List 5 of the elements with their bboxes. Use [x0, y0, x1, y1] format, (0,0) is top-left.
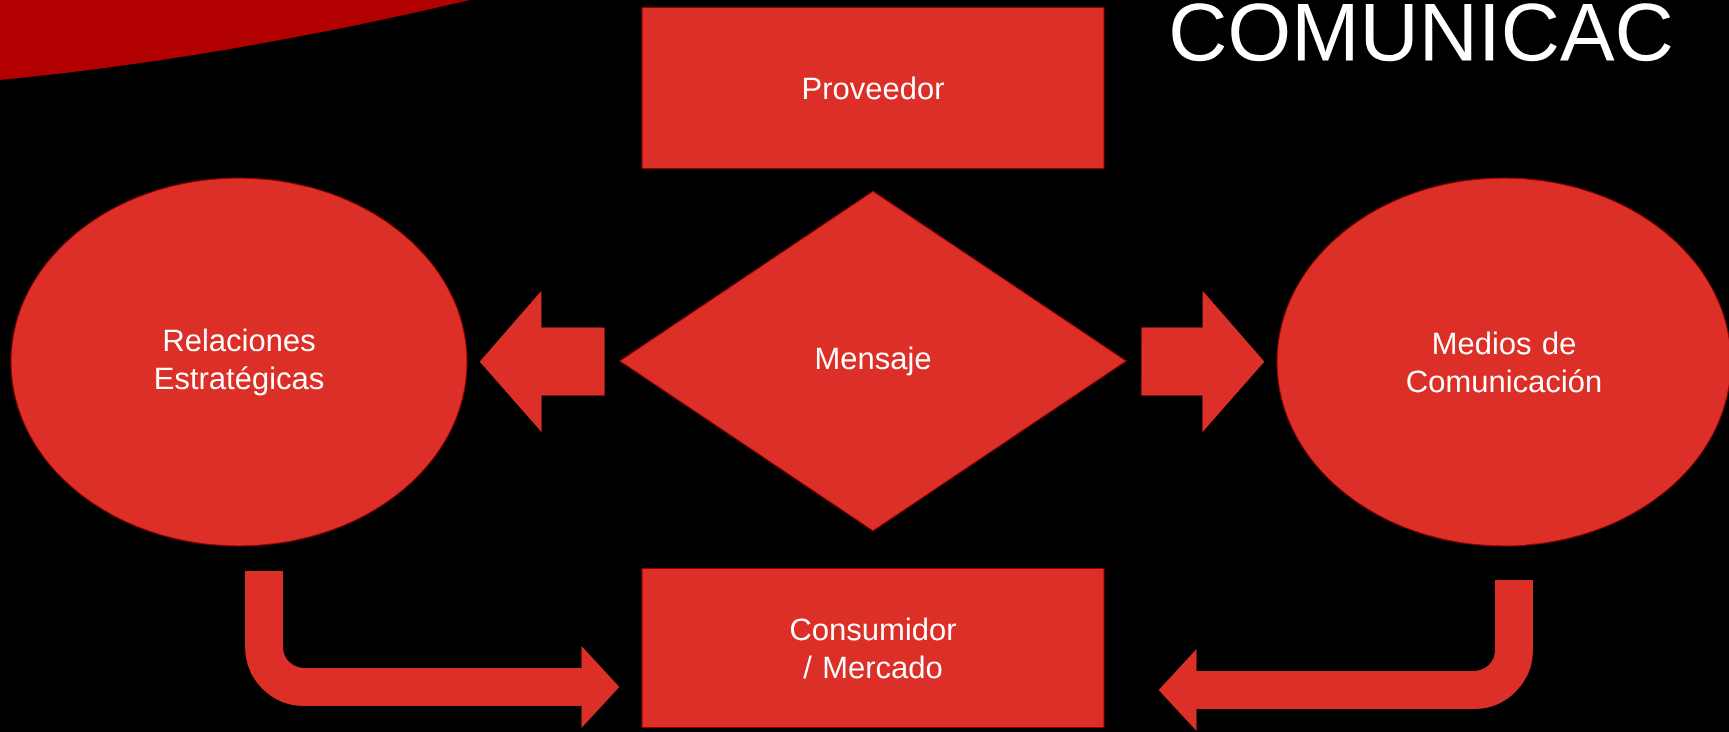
- process-box: Consumidor / Mercado: [641, 568, 1105, 728]
- title: COMUNICAC: [1172, 3, 1671, 62]
- ellipse-node: Relaciones Estratégicas: [10, 177, 468, 547]
- process-box: Proveedor: [641, 7, 1105, 169]
- ellipse-node: Medios de Comunicación: [1276, 177, 1729, 547]
